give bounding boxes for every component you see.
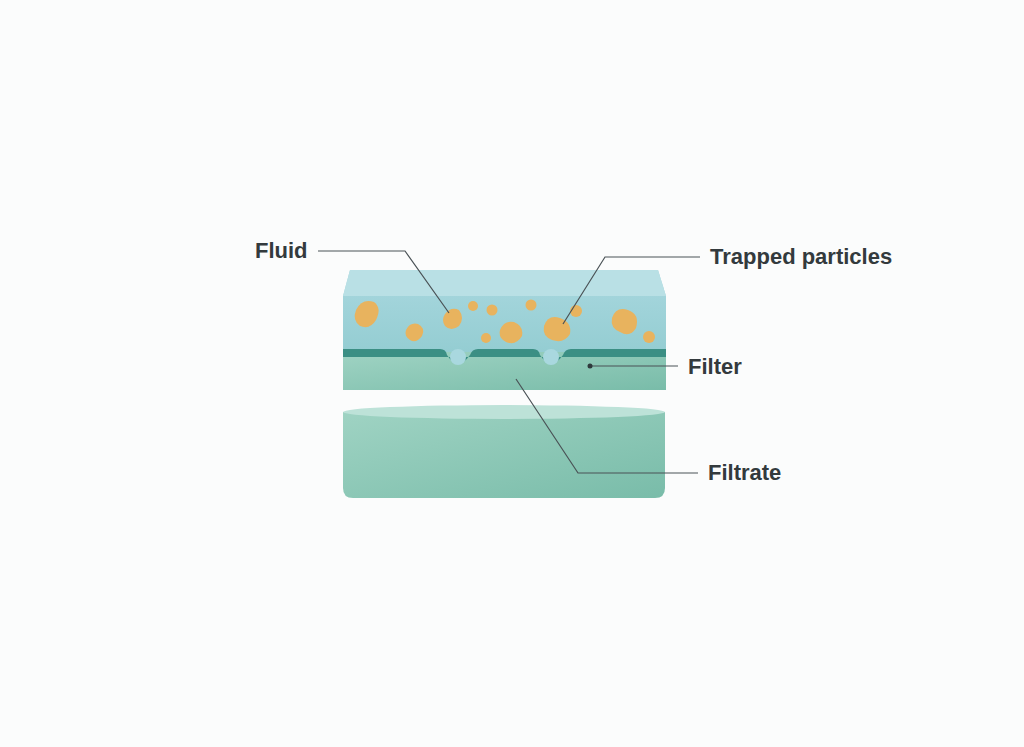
pore — [543, 349, 559, 365]
fluid-layer — [343, 270, 666, 352]
leader-lines — [318, 251, 700, 473]
filter-layer — [343, 352, 666, 390]
particles — [355, 300, 655, 344]
filtrate-surface — [343, 405, 665, 419]
leader-line — [516, 379, 698, 473]
fluid-top — [343, 270, 666, 296]
filter-membrane — [343, 349, 666, 364]
leader-dot — [588, 364, 593, 369]
part-label: Trapped particles — [710, 246, 892, 268]
leader-line — [590, 365, 678, 366]
leader-line — [563, 257, 700, 324]
part-label: Fluid — [255, 240, 308, 262]
part-label: Filter — [688, 356, 742, 378]
part-label: Filtrate — [708, 462, 781, 484]
filtrate-container — [343, 412, 665, 498]
pore — [450, 349, 466, 365]
leader-line — [318, 251, 449, 313]
